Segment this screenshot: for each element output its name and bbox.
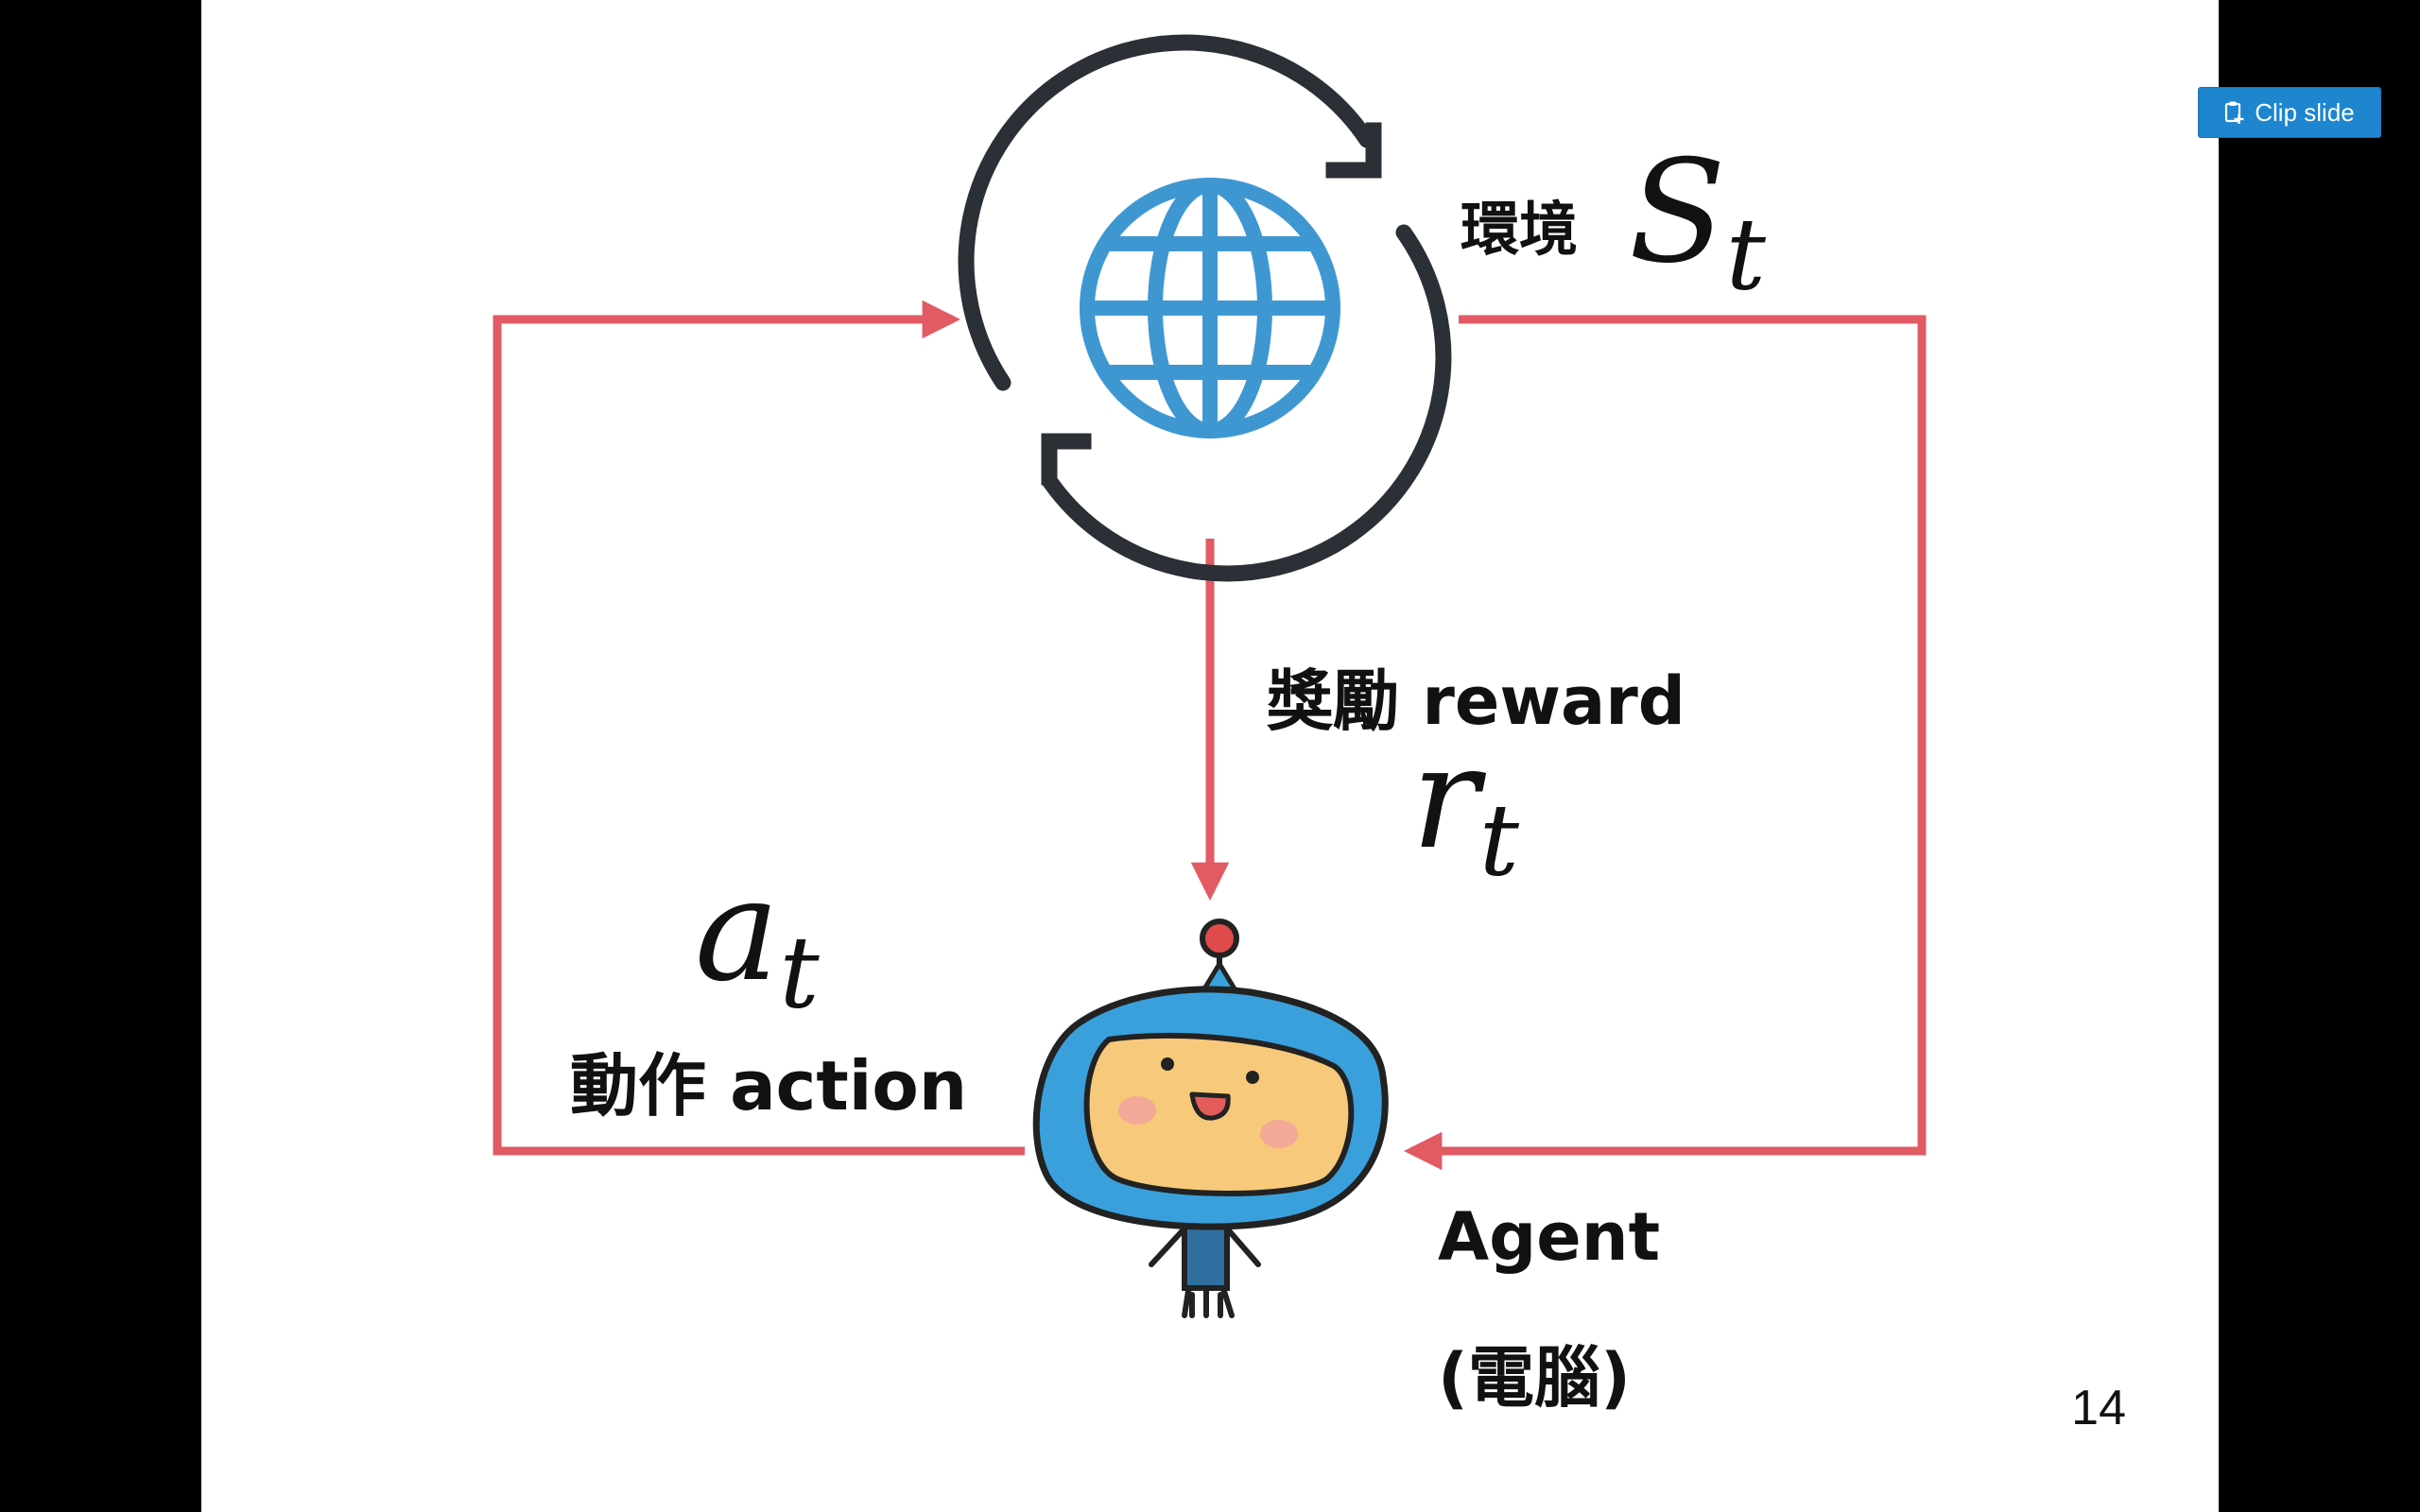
- reward-math: rt: [1411, 728, 1519, 890]
- agent-sub-label: (電腦): [1438, 1339, 1631, 1417]
- reward-math-base: r: [1411, 716, 1479, 881]
- reward-math-sub: t: [1478, 782, 1519, 899]
- clip-slide-label: Clip slide: [2255, 97, 2355, 127]
- action-math-base: a: [695, 849, 780, 1013]
- slide: 環境 St 獎勵 reward rt at 動作 action Agent (電…: [201, 0, 2219, 1512]
- action-label: 動作 action: [570, 1046, 968, 1125]
- state-arrow: [1403, 315, 1927, 1171]
- state-math-sub: t: [1725, 197, 1766, 313]
- robot-icon: [1032, 919, 1389, 1318]
- page-number: 14: [2071, 1381, 2126, 1435]
- action-arrow: [493, 300, 1025, 1156]
- rl-loop-diagram: [493, 34, 1927, 1318]
- clipboard-plus-icon: [2225, 101, 2244, 124]
- environment-label: 環境: [1461, 195, 1579, 264]
- state-math: St: [1629, 142, 1766, 304]
- agent-label: Agent: [1438, 1198, 1661, 1276]
- globe-refresh-icon: [958, 34, 1452, 582]
- clip-slide-button[interactable]: Clip slide: [2198, 87, 2381, 138]
- reward-label: 獎勵 reward: [1267, 662, 1685, 740]
- action-math-sub: t: [779, 915, 820, 1031]
- action-math: at: [695, 860, 820, 1022]
- state-math-base: S: [1629, 130, 1726, 295]
